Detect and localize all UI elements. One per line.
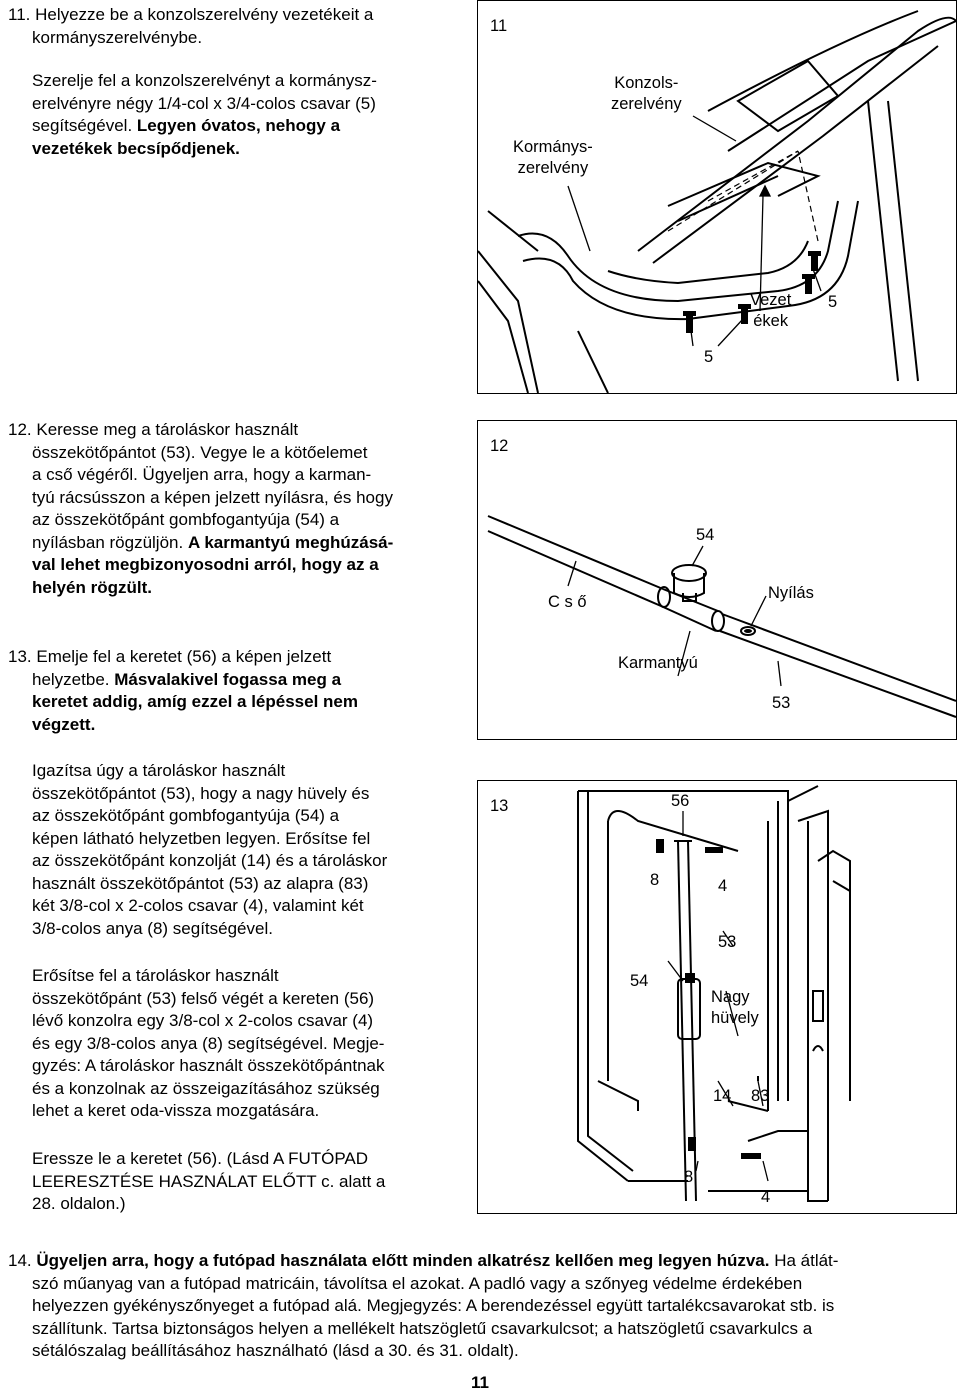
label-wires: Vezet ékek — [750, 290, 791, 332]
warning-text: Másvalakivel fogassa meg a — [114, 669, 342, 689]
step-11-line: kormányszerelvénybe. — [32, 27, 203, 47]
step-13-text: 13. Emelje fel a keretet (56) a képen je… — [8, 646, 468, 736]
text-line: lévő konzolra egy 3/8-col x 2-colos csav… — [32, 1011, 374, 1030]
text-line: használt összekötőpántot (53) az alapra … — [32, 873, 369, 893]
label-part-54: 54 — [696, 526, 715, 544]
text-line: összekötőpánt (53) felső végét a kereten… — [32, 988, 375, 1008]
figure-12: 12 54 C s ő Nyílás Karmantyú 53 — [477, 420, 957, 740]
label-part-54: 54 — [630, 972, 649, 990]
text-line: 28. oldalon.) — [32, 1194, 126, 1213]
label-line: zerelvény — [611, 95, 682, 113]
label-part-53: 53 — [772, 694, 791, 712]
label-handlebar-assembly: Kormánys- zerelvény — [513, 137, 593, 179]
text-line: összekötőpántot (53), hogy a nagy hüvely… — [32, 783, 370, 803]
step-14-text: 14. Ügyeljen arra, hogy a futópad haszná… — [8, 1250, 953, 1363]
text-line: az összekötőpánt gombfogantyúja (54) a — [32, 510, 340, 529]
step-13-para-3: Erősítse fel a tároláskor használt össze… — [32, 965, 472, 1123]
text-line: összekötőpántot (53). Vegye le a kötőele… — [32, 442, 368, 462]
label-line: zerelvény — [517, 159, 589, 177]
text-line: nyílásban rögzüljön. A karmantyú meghúzá… — [8, 532, 468, 555]
warning-text: végzett. — [32, 714, 96, 734]
text-span: nyílásban rögzüljön. — [32, 532, 184, 552]
warning-text: Legyen óvatos, nehogy a — [136, 116, 341, 135]
label-part-5: 5 — [828, 293, 838, 311]
label-tube: C s ő — [548, 593, 587, 611]
text-line: Igazítsa úgy a tároláskor használt — [32, 761, 286, 780]
warning-text: keretet addig, amíg ezzel a lépéssel nem — [32, 692, 358, 711]
label-part-53: 53 — [718, 933, 737, 951]
text-line: 12. Keresse meg a tároláskor használt — [8, 420, 299, 439]
text-line: és egy 3/8-colos anya (8) segítségével. … — [32, 1033, 385, 1053]
label-sleeve: Karmantyú — [618, 654, 698, 672]
step-12-text: 12. Keresse meg a tároláskor használt ös… — [8, 419, 468, 599]
label-line: Kormánys- — [513, 138, 593, 156]
step-11-line: 11. Helyezze be a konzolszerelvény vezet… — [8, 5, 374, 24]
note-text: A karmantyú meghúzásá- — [187, 532, 394, 552]
text-line: szó műanyag van a futópad matricáin, táv… — [32, 1273, 803, 1293]
text-line: segítségével. Legyen óvatos, nehogy a — [32, 115, 462, 138]
step-13-para-2: Igazítsa úgy a tároláskor használt össze… — [32, 760, 472, 940]
text-line: erelvényre négy 1/4-col x 3/4-colos csav… — [32, 93, 376, 113]
text-line: szállítunk. Tartsa biztonságos helyen a … — [32, 1318, 813, 1338]
label-part-4: 4 — [718, 877, 728, 895]
figure-number: 12 — [490, 437, 509, 455]
label-part-8: 8 — [650, 871, 660, 889]
text-line: LEERESZTÉSE HASZNÁLAT ELŐTT c. alatt a — [32, 1171, 386, 1191]
text-line: képen látható helyzetben legyen. Erősíts… — [32, 828, 371, 848]
step-number: 14. — [8, 1251, 32, 1270]
label-part-83: 83 — [751, 1087, 770, 1105]
figure-11: 11 Konzols- zerelvény Kormánys- zerelvén… — [477, 0, 957, 394]
label-line: Konzols- — [614, 74, 679, 92]
label-part-56: 56 — [671, 792, 690, 810]
text-line: gyzés: A tároláskor használt összekötőpá… — [32, 1056, 385, 1075]
console-assembly-illustration — [478, 10, 956, 393]
text-span: Ha átlát- — [769, 1251, 839, 1270]
text-span: segítségével. — [32, 116, 133, 135]
label-line: Nagy — [711, 988, 750, 1006]
label-console-assembly: Konzols- zerelvény — [611, 73, 682, 115]
step-13-para-4: Eressze le a keretet (56). (Lásd A FUTÓP… — [32, 1148, 472, 1216]
label-line: Vezet — [750, 291, 792, 309]
text-line: az összekötőpánt gombfogantyúja (54) a — [32, 806, 340, 825]
step-11-text: 11. Helyezze be a konzolszerelvény vezet… — [8, 4, 458, 49]
figure-number: 11 — [490, 17, 508, 35]
text-line: két 3/8-col x 2-colos csavar (4), valami… — [32, 896, 364, 915]
note-text: val lehet megbizonyosodni arról, hogy az… — [32, 555, 379, 574]
text-line: és a konzolnak az összeigazításához szük… — [32, 1078, 380, 1098]
text-line: a cső végéről. Ügyeljen arra, hogy a kar… — [32, 465, 372, 484]
warning-text: vezetékek becsípődjenek. — [32, 138, 240, 158]
step-11-para-2: Szerelje fel a konzolszerelvényt a kormá… — [32, 70, 462, 160]
figure-13: 13 56 8 4 53 54 Nagy hüvely 14 83 8 4 — [477, 780, 957, 1214]
text-line: az összekötőpánt konzolját (14) és a tár… — [32, 851, 388, 870]
label-large-sleeve: Nagy hüvely — [711, 987, 759, 1029]
text-line: helyzetbe. Másvalakivel fogassa meg a — [8, 669, 468, 692]
label-slot: Nyílás — [768, 584, 814, 602]
text-line: lehet a keret oda-vissza mozgatására. — [32, 1101, 320, 1120]
text-line: 14. Ügyeljen arra, hogy a futópad haszná… — [8, 1250, 953, 1273]
label-part-8: 8 — [684, 1168, 694, 1186]
text-line: 3/8-colos anya (8) segítségével. — [32, 918, 273, 938]
label-part-14: 14 — [713, 1087, 732, 1105]
text-line: 13. Emelje fel a keretet (56) a képen je… — [8, 647, 332, 666]
strap-sleeve-illustration — [487, 515, 956, 718]
label-line: hüvely — [711, 1009, 759, 1027]
text-line: Szerelje fel a konzolszerelvényt a kormá… — [32, 71, 377, 90]
frame-strap-illustration — [577, 785, 851, 1202]
note-text: helyén rögzült. — [32, 577, 152, 597]
text-line: tyú rácsússzon a képen jelzett nyílásra,… — [32, 487, 393, 507]
label-line: ékek — [753, 312, 789, 330]
page-number: 11 — [471, 1373, 489, 1392]
text-span: helyzetbe. — [32, 669, 110, 689]
warning-text: Ügyeljen arra, hogy a futópad használata… — [36, 1251, 770, 1270]
text-line: Erősítse fel a tároláskor használt — [32, 966, 279, 985]
text-line: helyezzen gyékényszőnyeget a futópad alá… — [32, 1296, 835, 1315]
label-part-4: 4 — [761, 1188, 771, 1206]
text-line: sétálószalag beállításához használható (… — [32, 1341, 519, 1360]
label-part-5: 5 — [704, 348, 714, 366]
text-line: Eressze le a keretet (56). (Lásd A FUTÓP… — [32, 1149, 369, 1168]
figure-number: 13 — [490, 797, 509, 815]
